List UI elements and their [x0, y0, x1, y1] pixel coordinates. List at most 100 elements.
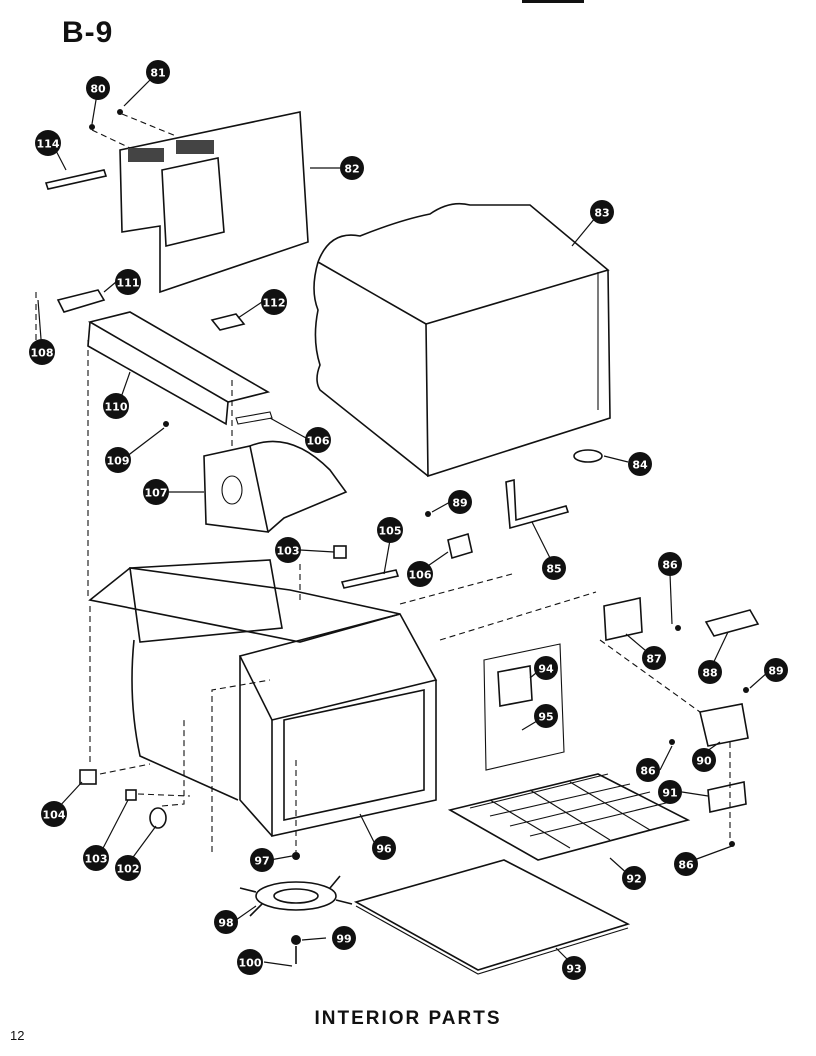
callout-label: 94 [538, 663, 554, 676]
callout-bubble [115, 269, 141, 295]
callout-bubble [542, 556, 566, 580]
callout-label: 105 [379, 525, 402, 538]
callout-109: 109 [105, 447, 131, 473]
callout-86: 86 [674, 852, 698, 876]
callout-label: 93 [566, 963, 581, 976]
callout-label: 84 [632, 459, 648, 472]
leader-lines [37, 71, 769, 967]
callout-label: 103 [277, 545, 300, 558]
callout-106: 106 [305, 427, 331, 453]
callout-106: 106 [407, 561, 433, 587]
callout-bubble [103, 393, 129, 419]
callout-90: 90 [692, 748, 716, 772]
callout-bubble [115, 855, 141, 881]
callout-label: 98 [218, 917, 233, 930]
callout-bubble [105, 447, 131, 473]
callout-bubble [642, 646, 666, 670]
diagram-title: INTERIOR PARTS [314, 1008, 502, 1029]
callout-label: 86 [640, 765, 656, 778]
callout-88: 88 [698, 660, 722, 684]
callout-label: 81 [150, 67, 165, 80]
callout-label: 86 [662, 559, 678, 572]
gasket-strip [44, 169, 108, 190]
outer-cabinet-wrapper [313, 202, 611, 478]
callout-112: 112 [261, 289, 287, 315]
callout-label: 87 [646, 653, 661, 666]
callout-100: 100 [237, 949, 263, 975]
callout-83: 83 [590, 200, 614, 224]
oven-cavity [88, 559, 438, 837]
callout-label: 88 [702, 667, 717, 680]
callout-89: 89 [448, 490, 472, 514]
callout-label: 90 [696, 755, 712, 768]
callout-bubble [237, 949, 263, 975]
callout-label: 95 [538, 711, 553, 724]
callout-110: 110 [103, 393, 129, 419]
callout-bubble [658, 552, 682, 576]
callout-bubble [35, 130, 61, 156]
upper-brackets [35, 289, 246, 331]
assembly-guide-lines [35, 304, 731, 852]
callout-bubble [764, 658, 788, 682]
top-rule [522, 0, 584, 3]
callout-97: 97 [250, 848, 274, 872]
callout-bubble [340, 156, 364, 180]
callout-bubble [214, 910, 238, 934]
control-module [483, 643, 565, 771]
callout-bubble [332, 926, 356, 950]
callout-label: 102 [117, 863, 140, 876]
callout-111: 111 [115, 269, 141, 295]
callout-label: 109 [107, 455, 130, 468]
callout-label: 99 [336, 933, 351, 946]
callout-label: 111 [117, 277, 140, 290]
callout-86: 86 [636, 758, 660, 782]
angle-bracket [505, 478, 570, 530]
callout-104: 104 [41, 801, 67, 827]
right-side-components [603, 597, 760, 847]
callout-label: 97 [254, 855, 269, 868]
callout-label: 80 [90, 83, 106, 96]
callout-92: 92 [622, 866, 646, 890]
callout-label: 86 [678, 859, 694, 872]
callout-bubble [628, 452, 652, 476]
blower-duct [203, 440, 348, 533]
callout-95: 95 [534, 704, 558, 728]
callout-bubble [562, 956, 586, 980]
callout-label: 108 [31, 347, 54, 360]
callout-bubble [622, 866, 646, 890]
callout-bubble [377, 517, 403, 543]
callout-label: 114 [37, 138, 60, 151]
callout-bubble [692, 748, 716, 772]
callout-label: 107 [145, 487, 168, 500]
callout-98: 98 [214, 910, 238, 934]
callout-94: 94 [534, 656, 558, 680]
callout-label: 89 [452, 497, 467, 510]
callout-bubble [534, 656, 558, 680]
callout-bubble [305, 427, 331, 453]
callout-114: 114 [35, 130, 61, 156]
callout-label: 89 [768, 665, 783, 678]
callout-105: 105 [377, 517, 403, 543]
duct-cover [87, 311, 273, 426]
callout-107: 107 [143, 479, 169, 505]
callout-label: 96 [376, 843, 392, 856]
callout-85: 85 [542, 556, 566, 580]
callout-label: 106 [307, 435, 330, 448]
floor-plate [353, 859, 631, 975]
callout-bubble [590, 200, 614, 224]
callout-bubble [448, 490, 472, 514]
callout-label: 112 [263, 297, 286, 310]
callout-bubble [250, 848, 274, 872]
stirrer-assembly [239, 760, 353, 964]
callout-84: 84 [628, 452, 652, 476]
callout-label: 82 [344, 163, 359, 176]
callout-label: 104 [43, 809, 66, 822]
callout-93: 93 [562, 956, 586, 980]
callout-bubble [534, 704, 558, 728]
cover-disc [573, 449, 603, 463]
callout-bubble [83, 845, 109, 871]
callout-label: 106 [409, 569, 432, 582]
callout-label: 85 [546, 563, 561, 576]
callout-bubble [698, 660, 722, 684]
